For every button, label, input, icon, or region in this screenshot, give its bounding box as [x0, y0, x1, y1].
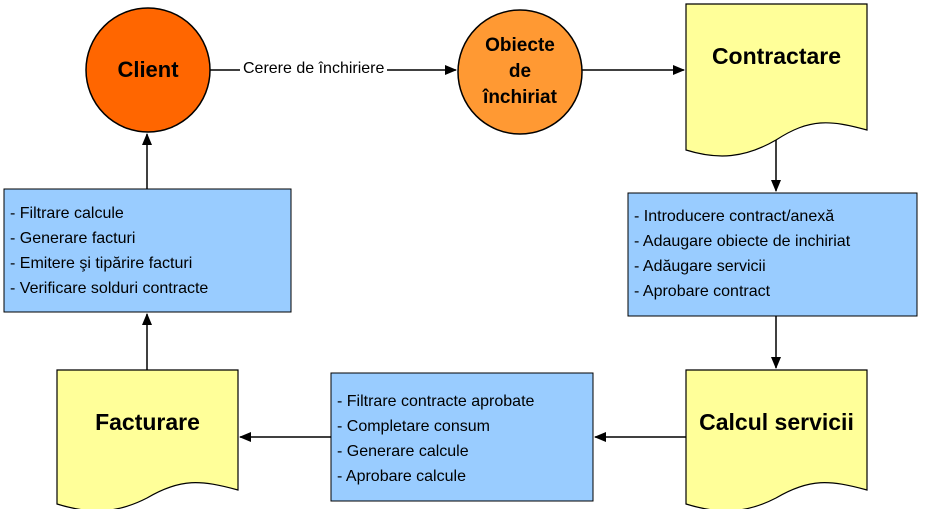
- contractare-label: Contractare: [711, 42, 842, 69]
- objecte-label-line1: Obiecte: [485, 35, 555, 56]
- list-item: - Adăugare servicii: [634, 258, 766, 275]
- calcul-label: Calcul servicii: [699, 408, 854, 435]
- list-item: - Aprobare calcule: [337, 468, 466, 485]
- list-item: - Filtrare contracte aprobate: [337, 393, 535, 410]
- objecte-node: [457, 9, 583, 135]
- objecte-label: Obiecte de închiriat: [458, 30, 582, 114]
- objecte-label-line3: închiriat: [483, 87, 557, 108]
- facturare-label: Facturare: [95, 408, 200, 435]
- list-item: - Emitere şi tipărire facturi: [10, 255, 193, 272]
- list-item: - Introducere contract/anexă: [634, 208, 835, 225]
- facturare-document: [56, 369, 239, 509]
- list-item: - Completare consum: [337, 418, 490, 435]
- list-item: - Generare calcule: [337, 443, 469, 460]
- process-box-facturi-text: - Filtrare calcule - Generare facturi - …: [10, 201, 208, 301]
- process-box-calcul-text: - Filtrare contracte aprobate - Completa…: [337, 389, 534, 489]
- list-item: - Filtrare calcule: [10, 205, 124, 222]
- list-item: - Aprobare contract: [634, 283, 771, 300]
- client-label: Client: [117, 57, 179, 82]
- objecte-label-line2: de: [508, 61, 532, 82]
- edge-label-cerere: Cerere de închiriere: [240, 60, 388, 78]
- list-item: - Verificare solduri contracte: [10, 280, 209, 297]
- process-box-contract-text: - Introducere contract/anexă - Adaugare …: [634, 204, 850, 304]
- process-box-facturi: [3, 188, 292, 313]
- process-box-contract: [627, 192, 918, 317]
- list-item: - Adaugare obiecte de inchiriat: [634, 233, 851, 250]
- list-item: - Generare facturi: [10, 230, 136, 247]
- calcul-document: [685, 369, 868, 509]
- contractare-document: [685, 3, 868, 157]
- process-box-calcul: [330, 372, 594, 502]
